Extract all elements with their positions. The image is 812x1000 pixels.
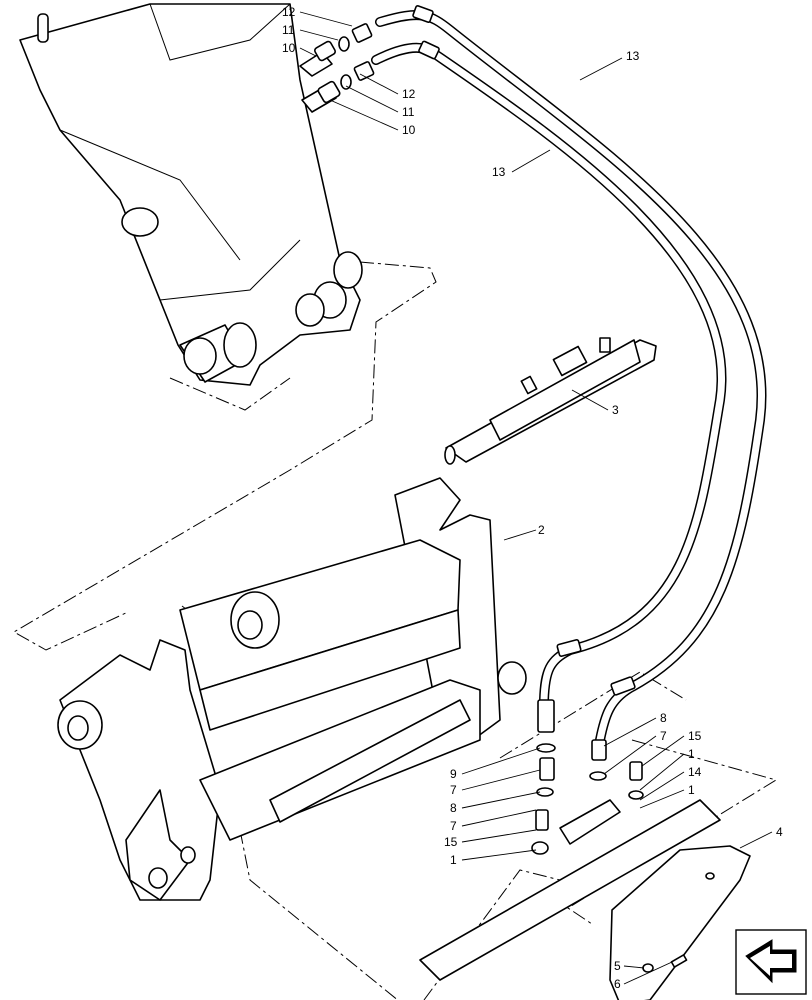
fitting-adapter-10-upper <box>299 40 336 77</box>
pivot-pin-assembly-3 <box>444 337 657 465</box>
callout-5: 5 <box>614 959 621 973</box>
callout-15-left: 15 <box>444 835 458 849</box>
callout-1-right-lower: 1 <box>688 783 695 797</box>
callout-labels: 12 11 10 12 11 10 13 13 3 2 4 8 7 15 1 1… <box>282 5 783 991</box>
callout-4: 4 <box>776 825 783 839</box>
callout-11-lower: 11 <box>402 105 415 119</box>
callout-7-left-upper: 7 <box>450 783 457 797</box>
guard-plate-4 <box>609 845 751 1000</box>
connector-8-upper <box>591 739 607 761</box>
fitting-adapter-10-lower <box>301 80 341 113</box>
leader-lines <box>299 11 773 985</box>
callout-1-right-upper: 1 <box>688 747 695 761</box>
callout-7-right: 7 <box>660 729 667 743</box>
bolt-15-upper <box>629 761 643 781</box>
next-page-arrow-icon[interactable] <box>735 929 807 995</box>
callout-13-upper: 13 <box>626 49 640 63</box>
hydraulic-hoses-13 <box>371 5 767 745</box>
callout-11-upper: 11 <box>282 23 295 37</box>
callout-13-lower: 13 <box>492 165 506 179</box>
loader-boom-arm <box>19 3 363 386</box>
tee-block <box>559 799 621 845</box>
callout-3: 3 <box>612 403 619 417</box>
callout-1-left: 1 <box>450 853 457 867</box>
adapter-9 <box>537 699 555 733</box>
bolt-15-lower <box>535 809 549 831</box>
callout-8-left: 8 <box>450 801 457 815</box>
valve-fittings-lower <box>419 699 721 981</box>
callout-2: 2 <box>538 523 545 537</box>
connector-8-lower <box>539 757 555 781</box>
callout-7-left-lower: 7 <box>450 819 457 833</box>
callout-14: 14 <box>688 765 702 779</box>
pipe-assembly <box>419 799 721 981</box>
union-12-lower <box>353 61 375 81</box>
callout-9: 9 <box>450 767 457 781</box>
seal-ring-11-lower <box>340 74 352 90</box>
seal-ring-11-upper <box>338 36 350 52</box>
callout-15-right: 15 <box>688 729 702 743</box>
union-12-upper <box>351 23 373 43</box>
quick-coupler-frame-2 <box>57 477 527 901</box>
callout-10-lower: 10 <box>402 123 416 137</box>
boom-pivot-pins <box>179 251 363 383</box>
hose-fittings-upper <box>299 23 375 113</box>
callout-10-upper: 10 <box>282 41 296 55</box>
callout-12-lower: 12 <box>402 87 416 101</box>
callout-6: 6 <box>614 977 621 991</box>
callout-8-right: 8 <box>660 711 667 725</box>
callout-12-upper: 12 <box>282 5 296 19</box>
